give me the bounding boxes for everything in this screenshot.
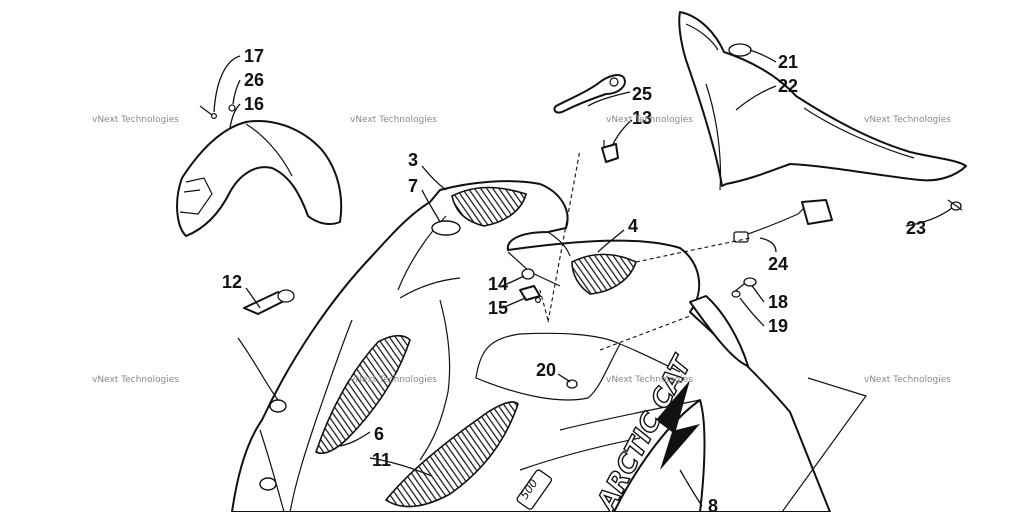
callout-22: 22 [778,76,798,96]
nut-part-14 [521,268,535,280]
callout-21: 21 [778,52,798,72]
bolt-part-18 [733,277,757,293]
callout-23: 23 [906,218,926,238]
watermark: vNext Technologies [92,375,179,385]
vent-part-11 [384,401,519,508]
callout-25: 25 [632,84,652,104]
side-panel-part-16 [176,120,343,237]
callout-11: 11 [372,450,391,470]
leader-lines [213,49,953,512]
callout-18: 18 [768,292,788,312]
watermark: vNext Technologies [350,115,437,125]
callout-26: 26 [244,70,264,90]
watermarks: vNext Technologies vNext Technologies vN… [92,115,951,385]
callout-14: 14 [488,274,508,294]
callout-12: 12 [222,272,242,292]
callout-17: 17 [244,46,264,66]
callout-16: 16 [244,94,264,114]
watermark: vNext Technologies [606,375,693,385]
decal-part-21 [728,43,752,57]
switch-part-13 [601,140,619,163]
callout-7: 7 [408,176,418,196]
key-part-25 [553,74,626,114]
callout-20: 20 [536,360,556,380]
hood-body [231,180,831,512]
watermark: vNext Technologies [864,375,951,385]
screw-part-17 [199,105,218,119]
vent-part-3 [451,186,527,227]
watermark: vNext Technologies [864,115,951,125]
washer-part-26 [228,104,236,112]
callout-13: 13 [632,108,652,128]
callout-4: 4 [628,216,638,236]
vent-part-6 [315,334,411,454]
callout-19: 19 [768,316,788,336]
callout-6: 6 [374,424,384,444]
callout-15: 15 [488,298,508,318]
watermark: vNext Technologies [92,115,179,125]
harness-part-24 [733,199,833,243]
dash-vent-part-7 [431,220,461,236]
windshield-part-22 [678,11,967,191]
watermark: vNext Technologies [350,375,437,385]
washer-part-19 [731,290,741,298]
watermark: vNext Technologies [606,115,693,125]
plug-part-12 [243,289,295,315]
clip-part-15 [519,285,541,304]
callout-8: 8 [708,496,718,512]
callout-24: 24 [768,254,788,274]
callouts: 17 26 16 25 13 21 22 3 7 4 23 24 12 14 1… [222,46,926,512]
screw-part-23 [947,199,963,211]
callout-3: 3 [408,150,418,170]
vent-part-4 [571,253,637,295]
